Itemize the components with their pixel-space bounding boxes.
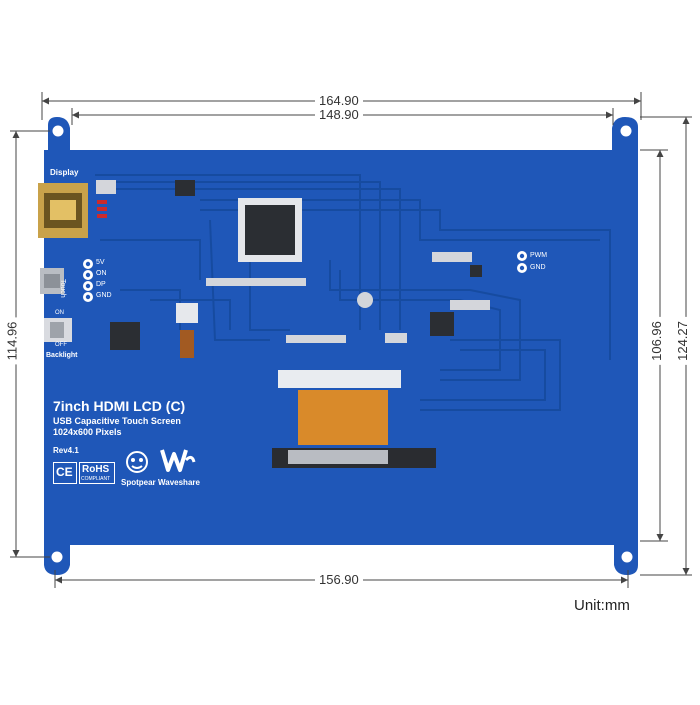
dim-right-height-inner: 106.96	[649, 317, 664, 365]
pin-5v-label: 5V	[96, 259, 105, 266]
board-revision: Rev4.1	[53, 446, 79, 455]
pwm-label: PWM	[530, 252, 548, 259]
rohs-mark-box: RoHS COMPLIANT	[79, 462, 115, 484]
dim-outer-width: 164.90	[315, 94, 363, 108]
waveshare-label: Waveshare	[158, 478, 200, 487]
pin-on-label: ON	[96, 270, 107, 277]
micro-usb-connector	[40, 268, 64, 294]
switch-off-label: OFF	[55, 342, 67, 348]
pin-dp-label: DP	[96, 281, 106, 288]
pin-gnd-label: GND	[96, 292, 112, 299]
ce-mark-box: CE	[53, 462, 77, 484]
gnd-label: GND	[530, 264, 546, 271]
touch-label: Touch	[59, 279, 66, 298]
rohs-compliant: COMPLIANT	[81, 476, 111, 482]
mounting-hole	[620, 125, 632, 137]
backlight-label: Backlight	[46, 352, 78, 359]
waveshare-logo-icon	[160, 446, 196, 474]
mounting-hole	[621, 551, 633, 563]
dim-left-height: 114.96	[4, 317, 20, 365]
pin-header	[83, 251, 527, 302]
backlight-switch	[44, 318, 72, 342]
small-components	[96, 180, 490, 358]
board-resolution: 1024x600 Pixels	[53, 427, 122, 437]
ce-mark: CE	[56, 465, 73, 479]
mounting-hole	[52, 125, 64, 137]
spotpear-label: Spotpear	[121, 478, 156, 487]
board-title: 7inch HDMI LCD (C)	[53, 398, 186, 414]
mounting-hole	[51, 551, 63, 563]
main-controller-chip	[238, 198, 302, 262]
spotpear-logo-icon	[122, 448, 152, 474]
pcb-traces	[95, 174, 611, 411]
dim-hole-width: 148.90	[315, 108, 363, 122]
fpc-ribbon	[272, 370, 436, 468]
dim-bottom-width: 156.90	[315, 573, 363, 587]
display-label: Display	[50, 168, 79, 177]
hdmi-connector	[38, 183, 88, 238]
unit-label: Unit:mm	[574, 597, 630, 614]
board-subtitle: USB Capacitive Touch Screen	[53, 416, 181, 426]
rohs-mark: RoHS	[82, 464, 110, 475]
switch-on-label: ON	[55, 310, 64, 316]
dim-right-height-outer: 124.27	[675, 317, 690, 365]
